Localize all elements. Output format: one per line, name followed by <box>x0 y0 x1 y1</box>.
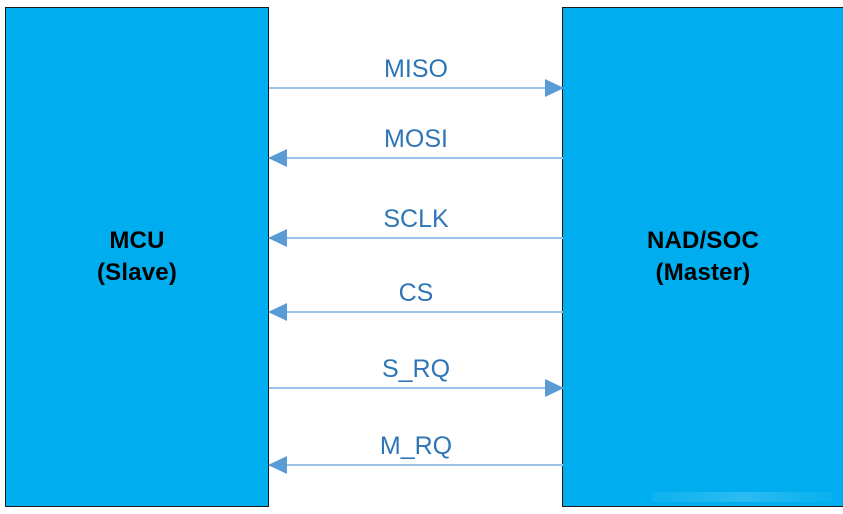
arrow-head-left-icon <box>268 229 287 247</box>
arrow-head-left-icon <box>268 456 287 474</box>
signal-line <box>269 464 563 466</box>
signal-line <box>269 157 563 159</box>
signal-line <box>269 311 563 313</box>
signal-line <box>269 387 563 389</box>
signal-label: S_RQ <box>381 355 451 383</box>
signal-label: MISO <box>384 55 448 83</box>
signal-label: CS <box>398 279 434 307</box>
node-nad-soc-role: (Master) <box>655 259 751 286</box>
signal-label: MOSI <box>384 125 448 153</box>
arrow-head-left-icon <box>268 303 287 321</box>
arrow-head-right-icon <box>545 79 564 97</box>
node-mcu-title: MCU <box>109 227 165 255</box>
node-nad-soc-title: NAD/SOC <box>646 227 760 255</box>
node-mcu: MCU (Slave) <box>5 7 269 507</box>
arrow-head-left-icon <box>268 149 287 167</box>
signal-label: SCLK <box>383 205 449 233</box>
node-nad-soc: NAD/SOC (Master) <box>562 7 843 507</box>
signal-label: M_RQ <box>379 432 453 460</box>
signal-line <box>269 237 563 239</box>
node-mcu-role: (Slave) <box>96 259 178 286</box>
arrow-head-right-icon <box>545 379 564 397</box>
signal-line <box>269 87 563 89</box>
